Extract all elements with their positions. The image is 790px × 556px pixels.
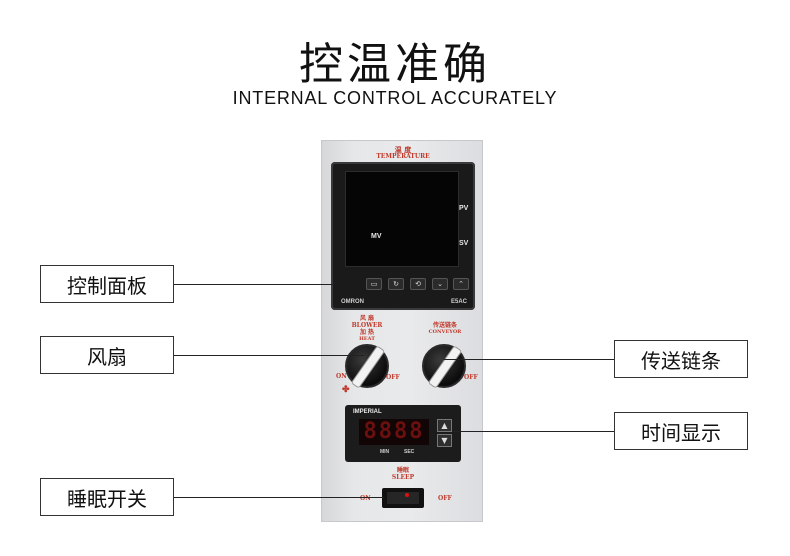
rocker-face [387,492,419,504]
heat-label-en: HEAT [359,336,375,342]
mv-label: MV [371,233,382,240]
callout-fan: 风扇 [40,336,174,374]
leader-line-sleep-switch [174,497,384,498]
blower-label-zh: 风 扇 [359,315,375,322]
control-panel-photo: 温 度 TEMPERATURE MV PV SV ▭ ↻ ⟲ ⌄ ⌃ OMRON… [321,140,483,522]
sleep-label-en: SLEEP [391,474,415,481]
page-subtitle: INTERNAL CONTROL ACCURATELY [232,88,558,108]
blower-label-en: BLOWER [351,322,383,329]
sleep-rocker-switch[interactable] [382,488,424,508]
sleep-on-label: ON [360,495,371,502]
pv-label: PV [459,205,469,212]
sleep-label-zh: 睡眠 [396,467,409,474]
sleep-off-label: OFF [438,495,452,502]
timer-display-unit: IMPERIAL 8888 ▲ ▼ MIN SEC [345,405,461,462]
leader-line-fan [174,355,364,356]
controller-down-button[interactable]: ⌄ [432,278,448,290]
controller-up-button[interactable]: ⌃ [453,278,469,290]
blower-knob-handle [350,345,386,389]
controller-mode-button[interactable]: ▭ [366,278,382,290]
temperature-label-en: TEMPERATURE [376,153,430,160]
fan-icon: ✤ [342,385,350,395]
controller-level-button[interactable]: ↻ [388,278,404,290]
leader-line-conveyor [444,359,614,360]
conveyor-knob[interactable] [422,344,466,389]
omron-brand: OMRON [341,299,364,305]
heat-label-zh: 加 热 [359,329,375,336]
controller-shift-button[interactable]: ⟲ [410,278,426,290]
leader-line-control-panel [174,284,334,285]
temperature-label-zh: 温 度 [394,145,412,154]
timer-digits: 8888 [359,419,429,445]
callout-conveyor: 传送链条 [614,340,748,378]
conveyor-off-label: OFF [464,374,478,381]
blower-off-label: OFF [386,374,400,381]
conveyor-label-zh: 传送链条 [432,322,457,329]
blower-knob[interactable] [345,344,389,389]
temperature-controller: MV PV SV ▭ ↻ ⟲ ⌄ ⌃ OMRON E5AC [331,162,475,310]
callout-time-display: 时间显示 [614,412,748,450]
blower-on-label: ON [336,373,347,380]
controller-model: E5AC [451,299,468,305]
timer-sec-label: SEC [404,449,415,455]
timer-down-button[interactable]: ▼ [437,434,452,447]
timer-up-button[interactable]: ▲ [437,419,452,432]
sv-label: SV [459,240,469,247]
callout-control-panel: 控制面板 [40,265,174,303]
controller-screen [345,171,459,267]
timer-min-label: MIN [380,449,390,455]
conveyor-knob-handle [427,345,463,389]
conveyor-label-en: CONVEYOR [428,329,462,335]
leader-line-time-display [452,431,614,432]
page-title: 控温准确 [299,39,491,90]
callout-sleep-switch: 睡眠开关 [40,478,174,516]
rocker-indicator [405,493,409,497]
imperial-brand: IMPERIAL [353,409,382,415]
